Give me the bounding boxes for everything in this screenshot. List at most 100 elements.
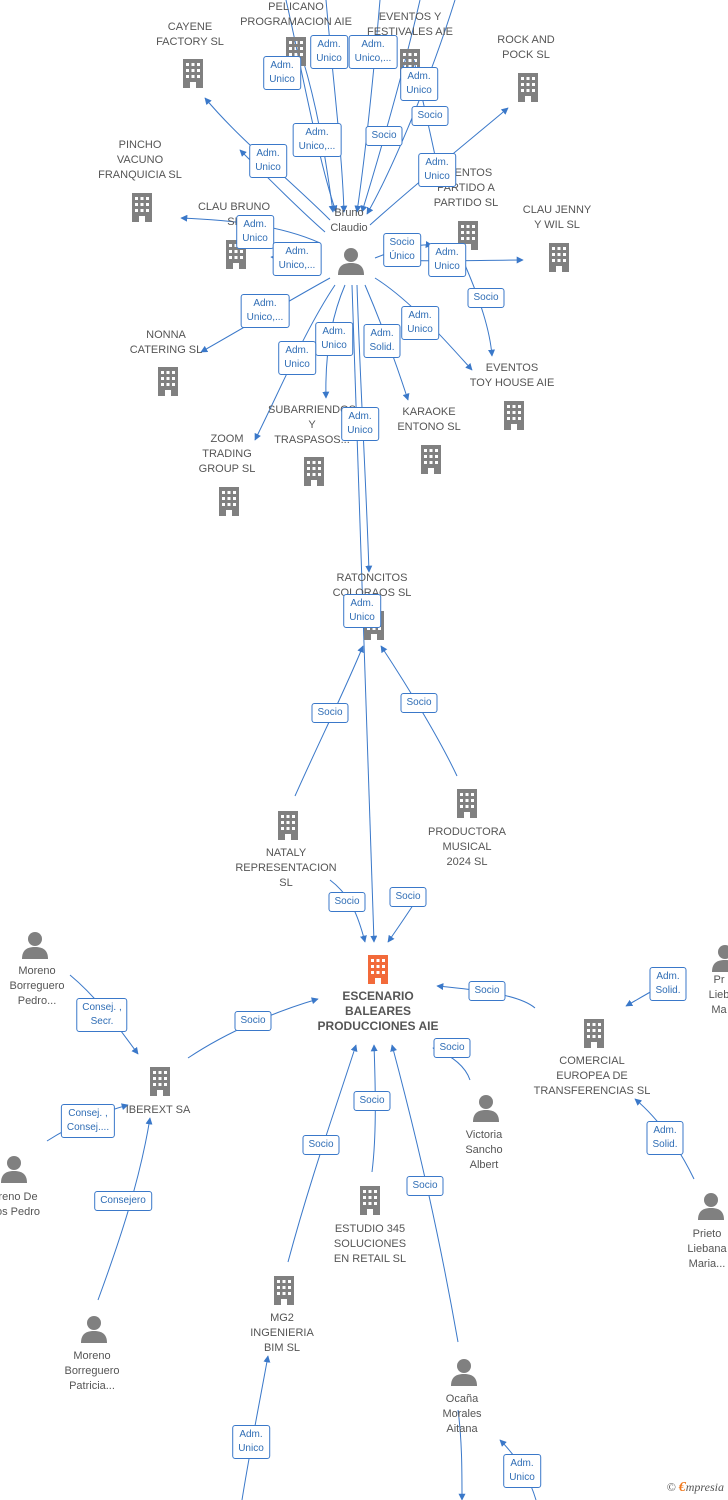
- relationship-role-badge[interactable]: Adm. Unico: [263, 56, 301, 90]
- person-icon[interactable]: [451, 1359, 477, 1386]
- relationship-role-badge[interactable]: Socio: [353, 1091, 391, 1111]
- relationship-role-badge[interactable]: Socio: [234, 1011, 272, 1031]
- edge-connector: [285, 0, 338, 213]
- edge-connector: [360, 0, 421, 213]
- relationship-role-badge[interactable]: Adm. Unico: [428, 243, 466, 277]
- company-building-icon[interactable]: [150, 1067, 170, 1096]
- company-name-label[interactable]: PINCHO VACUNO FRANQUICIA SL: [98, 139, 182, 181]
- relationship-role-badge[interactable]: Adm. Unico: [400, 67, 438, 101]
- relationship-role-badge[interactable]: Adm. Unico,...: [240, 294, 290, 328]
- person-icon[interactable]: [1, 1156, 27, 1183]
- company-building-icon[interactable]: [549, 243, 569, 272]
- relationship-role-badge[interactable]: Adm. Unico: [418, 153, 456, 187]
- company-building-icon[interactable]: [584, 1019, 604, 1048]
- relationship-role-badge[interactable]: Adm. Solid.: [649, 967, 687, 1001]
- company-building-icon[interactable]: [132, 193, 152, 222]
- person-name-label[interactable]: Ocaña Morales Aitana: [442, 1393, 482, 1435]
- company-building-icon[interactable]: [304, 457, 324, 486]
- brand-name: mpresia: [685, 1480, 724, 1494]
- relationship-role-badge[interactable]: Adm. Solid.: [363, 324, 401, 358]
- relationship-role-badge[interactable]: Consej. , Secr.: [76, 998, 128, 1032]
- relationship-role-badge[interactable]: Adm. Unico: [249, 144, 287, 178]
- relationship-role-badge[interactable]: Socio: [328, 892, 366, 912]
- company-name-label[interactable]: PRODUCTORA MUSICAL 2024 SL: [427, 826, 507, 868]
- relationship-role-badge[interactable]: Adm. Unico,...: [292, 123, 342, 157]
- company-building-icon[interactable]: [457, 789, 477, 818]
- relationship-role-badge[interactable]: Consejero: [94, 1191, 152, 1211]
- relationship-role-badge[interactable]: Socio: [311, 703, 349, 723]
- company-name-label[interactable]: PELICANO PROGRAMACION AIE: [240, 1, 352, 28]
- relationship-role-badge[interactable]: Socio: [468, 981, 506, 1001]
- person-name-label[interactable]: reno De os Pedro: [0, 1191, 41, 1218]
- person-name-label[interactable]: Bruno Claudio: [330, 207, 368, 234]
- company-building-icon[interactable]: [368, 955, 388, 984]
- relationship-role-badge[interactable]: Adm. Solid.: [646, 1121, 684, 1155]
- person-icon[interactable]: [712, 945, 728, 972]
- relationship-role-badge[interactable]: Socio: [433, 1038, 471, 1058]
- person-icon[interactable]: [473, 1095, 499, 1122]
- person-name-label[interactable]: Victoria Sancho Albert: [465, 1129, 503, 1171]
- edge-connector: [325, 0, 348, 213]
- relationship-role-badge[interactable]: Adm. Unico,...: [348, 35, 398, 69]
- company-name-label[interactable]: EVENTOS TOY HOUSE AIE: [469, 362, 555, 389]
- company-name-label[interactable]: MG2 INGENIERIA BIM SL: [250, 1312, 314, 1354]
- relationship-role-badge[interactable]: Adm. Unico: [401, 306, 439, 340]
- company-building-icon[interactable]: [518, 73, 538, 102]
- edge-connector: [366, 0, 456, 215]
- relationship-role-badge[interactable]: Adm. Unico: [315, 322, 353, 356]
- relationship-role-badge[interactable]: Socio: [411, 106, 449, 126]
- relationship-role-badge[interactable]: Socio: [406, 1176, 444, 1196]
- company-building-icon[interactable]: [183, 59, 203, 88]
- relationship-role-badge[interactable]: Socio: [389, 887, 427, 907]
- graph-edges: [46, 0, 695, 1500]
- company-name-label[interactable]: NATALY REPRESENTACION SL: [235, 847, 337, 889]
- empresia-watermark: © €mpresia: [667, 1480, 724, 1496]
- brand-initial: €: [678, 1480, 686, 1495]
- person-icon[interactable]: [81, 1316, 107, 1343]
- person-name-label[interactable]: Pr Lieb Ma: [708, 974, 728, 1016]
- relationship-role-badge[interactable]: Socio: [302, 1135, 340, 1155]
- company-name-label[interactable]: KARAOKE ENTONO SL: [397, 406, 461, 433]
- company-building-icon[interactable]: [158, 367, 178, 396]
- person-name-label[interactable]: Prieto Liebana Maria...: [687, 1228, 727, 1270]
- relationship-role-badge[interactable]: Socio: [400, 693, 438, 713]
- company-building-icon[interactable]: [504, 401, 524, 430]
- person-icon[interactable]: [698, 1193, 724, 1220]
- relationship-role-badge[interactable]: Adm. Unico: [343, 594, 381, 628]
- person-icon[interactable]: [22, 932, 48, 959]
- relationship-role-badge[interactable]: Adm. Unico: [310, 35, 348, 69]
- company-name-label[interactable]: CLAU JENNY Y WIL SL: [522, 204, 592, 231]
- person-name-label[interactable]: Moreno Borreguero Pedro...: [9, 965, 65, 1007]
- company-name-label[interactable]: NONNA CATERING SL: [129, 329, 203, 356]
- edge-connector: [457, 1409, 466, 1500]
- relationship-role-badge[interactable]: Socio Único: [383, 233, 421, 267]
- company-building-icon[interactable]: [278, 811, 298, 840]
- edge-connector: [370, 1044, 378, 1173]
- person-name-label[interactable]: Moreno Borreguero Patricia...: [64, 1350, 120, 1392]
- company-building-icon[interactable]: [421, 445, 441, 474]
- relationship-role-badge[interactable]: Adm. Unico: [278, 341, 316, 375]
- relationship-role-badge[interactable]: Adm. Unico: [341, 407, 379, 441]
- person-icon[interactable]: [338, 248, 364, 275]
- relationship-role-badge[interactable]: Consej. , Consej....: [60, 1104, 116, 1138]
- relationship-role-badge[interactable]: Adm. Unico: [503, 1454, 541, 1488]
- company-building-icon[interactable]: [219, 487, 239, 516]
- company-name-label[interactable]: ROCK AND POCK SL: [497, 34, 555, 61]
- company-name-label[interactable]: COMERCIAL EUROPEA DE TRANSFERENCIAS SL: [533, 1055, 651, 1097]
- edge-connector: [354, 0, 381, 213]
- relationship-role-badge[interactable]: Adm. Unico: [232, 1425, 270, 1459]
- company-name-label[interactable]: ESTUDIO 345 SOLUCIONES EN RETAIL SL: [333, 1223, 407, 1265]
- relationship-role-badge[interactable]: Adm. Unico: [236, 215, 274, 249]
- company-name-label[interactable]: CLAU BRUNO SL: [197, 201, 271, 228]
- company-name-label[interactable]: ESCENARIO BALEARES PRODUCCIONES AIE: [317, 989, 439, 1033]
- company-building-icon[interactable]: [274, 1276, 294, 1305]
- relationship-role-badge[interactable]: Socio: [467, 288, 505, 308]
- company-name-label[interactable]: IBEREXT SA: [125, 1104, 191, 1116]
- company-building-icon[interactable]: [360, 1186, 380, 1215]
- relationship-role-badge[interactable]: Socio: [365, 126, 403, 146]
- relationship-role-badge[interactable]: Adm. Unico,...: [272, 242, 322, 276]
- company-name-label[interactable]: SUBARRIENDOS Y TRASPASOS...: [267, 404, 357, 446]
- company-name-label[interactable]: CAYENE FACTORY SL: [156, 21, 224, 48]
- company-name-label[interactable]: ZOOM TRADING GROUP SL: [198, 433, 256, 475]
- copyright-symbol: ©: [666, 1480, 676, 1494]
